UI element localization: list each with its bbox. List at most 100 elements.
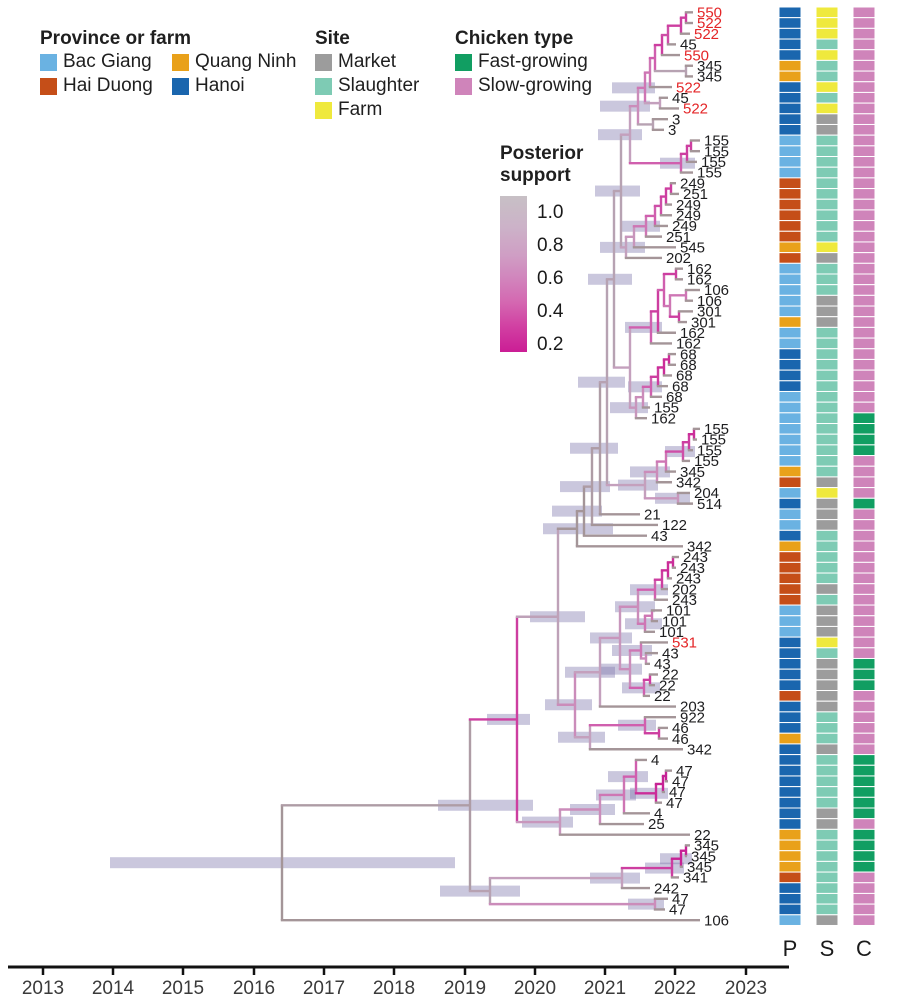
strip-cell-chicken [852,102,876,115]
strip-cell-chicken [852,412,876,425]
strip-cell-province [778,914,802,926]
tip-label: 342 [687,539,712,556]
tip-label: 106 [697,293,722,310]
strip-cell-chicken [852,786,876,798]
strip-cell-chicken [852,423,876,435]
strip-cell-chicken [852,188,876,200]
strip-cell-province [778,17,802,29]
strip-cell-site [815,27,839,40]
axis-year-label: 2020 [514,978,556,998]
tip-label: 341 [683,870,708,887]
strip-cell-province [778,476,802,489]
strip-cell-site [815,508,839,521]
strip-cell-site [815,540,839,553]
strip-cell-site [815,455,839,467]
tip-label: 162 [687,272,712,289]
tip-label: 162 [651,410,676,427]
tip-label: 155 [697,165,722,182]
strip-cell-site [815,59,839,72]
strip-cell-province [778,241,802,254]
strip-cell-site [815,412,839,425]
strip-cell-chicken [852,284,876,296]
strip-cell-site [815,188,839,200]
strip-cell-site [815,262,839,275]
tip-label: 47 [669,784,686,801]
tip-label: 47 [672,774,689,791]
strip-cell-province [778,455,802,467]
strip-cell-chicken [852,860,876,873]
strip-cell-province [778,903,802,916]
farm-swatch-icon [315,101,332,119]
strip-cell-chicken [852,882,876,894]
strip-cell-site [815,348,839,360]
tip-label: 251 [666,229,691,246]
strip-cell-site [815,476,839,489]
strip-cell-site [815,519,839,531]
strip-cell-site [815,358,839,371]
strip-cell-province [778,294,802,307]
strip-cell-province [778,690,802,702]
strip-cell-province [778,209,802,222]
strip-cell-province [778,860,802,873]
strip-cell-chicken [852,497,876,510]
strip-cell-chicken [852,294,876,307]
tip-label: 249 [680,175,705,192]
strip-cell-chicken [852,561,876,574]
tip-label: 345 [687,859,712,876]
strip-cell-province [778,732,802,745]
tip-label: 47 [672,891,689,908]
strip-cell-site [815,487,839,499]
strip-cell-province [778,316,802,328]
strip-cell-province [778,679,802,692]
strip-cell-site [815,423,839,435]
strip-cell-province [778,722,802,734]
legend-posterior: Posterior support 1.0 0.8 0.6 0.4 0.2 [500,143,583,361]
strip-cell-chicken [852,358,876,371]
tip-label: 47 [666,795,683,812]
strip-cell-site [815,700,839,713]
tip-label: 122 [662,517,687,534]
strip-cell-province [778,882,802,894]
tip-label: 22 [654,688,671,705]
strip-cell-province [778,6,802,19]
strip-cell-chicken [852,209,876,222]
strip-cell-chicken [852,273,876,286]
strip-cell-province [778,412,802,425]
strip-cell-chicken [852,198,876,211]
strip-cell-province [778,636,802,649]
tip-label: 345 [680,464,705,481]
tip-label: 155 [694,453,719,470]
strip-cell-site [815,593,839,606]
tip-label: 155 [704,421,729,438]
strip-cell-province [778,519,802,531]
strip-cell-site [815,284,839,296]
tip-label: 514 [697,496,722,513]
strip-cell-province [778,423,802,435]
strip-cell-province [778,593,802,606]
tip-label: 204 [694,485,719,502]
strip-cell-site [815,786,839,798]
strip-cell-chicken [852,828,876,841]
axis-year-label: 2015 [162,978,204,998]
tip-label: 522 [694,26,719,43]
strip-cell-province [778,177,802,190]
strip-cell-province [778,551,802,563]
strip-cell-site [815,860,839,873]
strip-cell-province [778,113,802,125]
strip-cell-province [778,850,802,862]
strip-cell-province [778,508,802,521]
strip-cell-site [815,220,839,232]
strip-cell-site [815,754,839,766]
strip-cell-site [815,337,839,350]
tip-label: 155 [704,143,729,160]
strip-cell-chicken [852,444,876,457]
strip-cell-province [778,273,802,286]
strip-cell-province [778,38,802,51]
strip-cell-chicken [852,807,876,820]
strip-cell-province [778,487,802,499]
strip-cell-site [815,903,839,916]
tip-labels: 5505225224555034534552245522331551551551… [644,5,729,930]
strip-cell-chicken [852,743,876,756]
strip-cell-site [815,209,839,222]
tip-label: 249 [676,197,701,214]
